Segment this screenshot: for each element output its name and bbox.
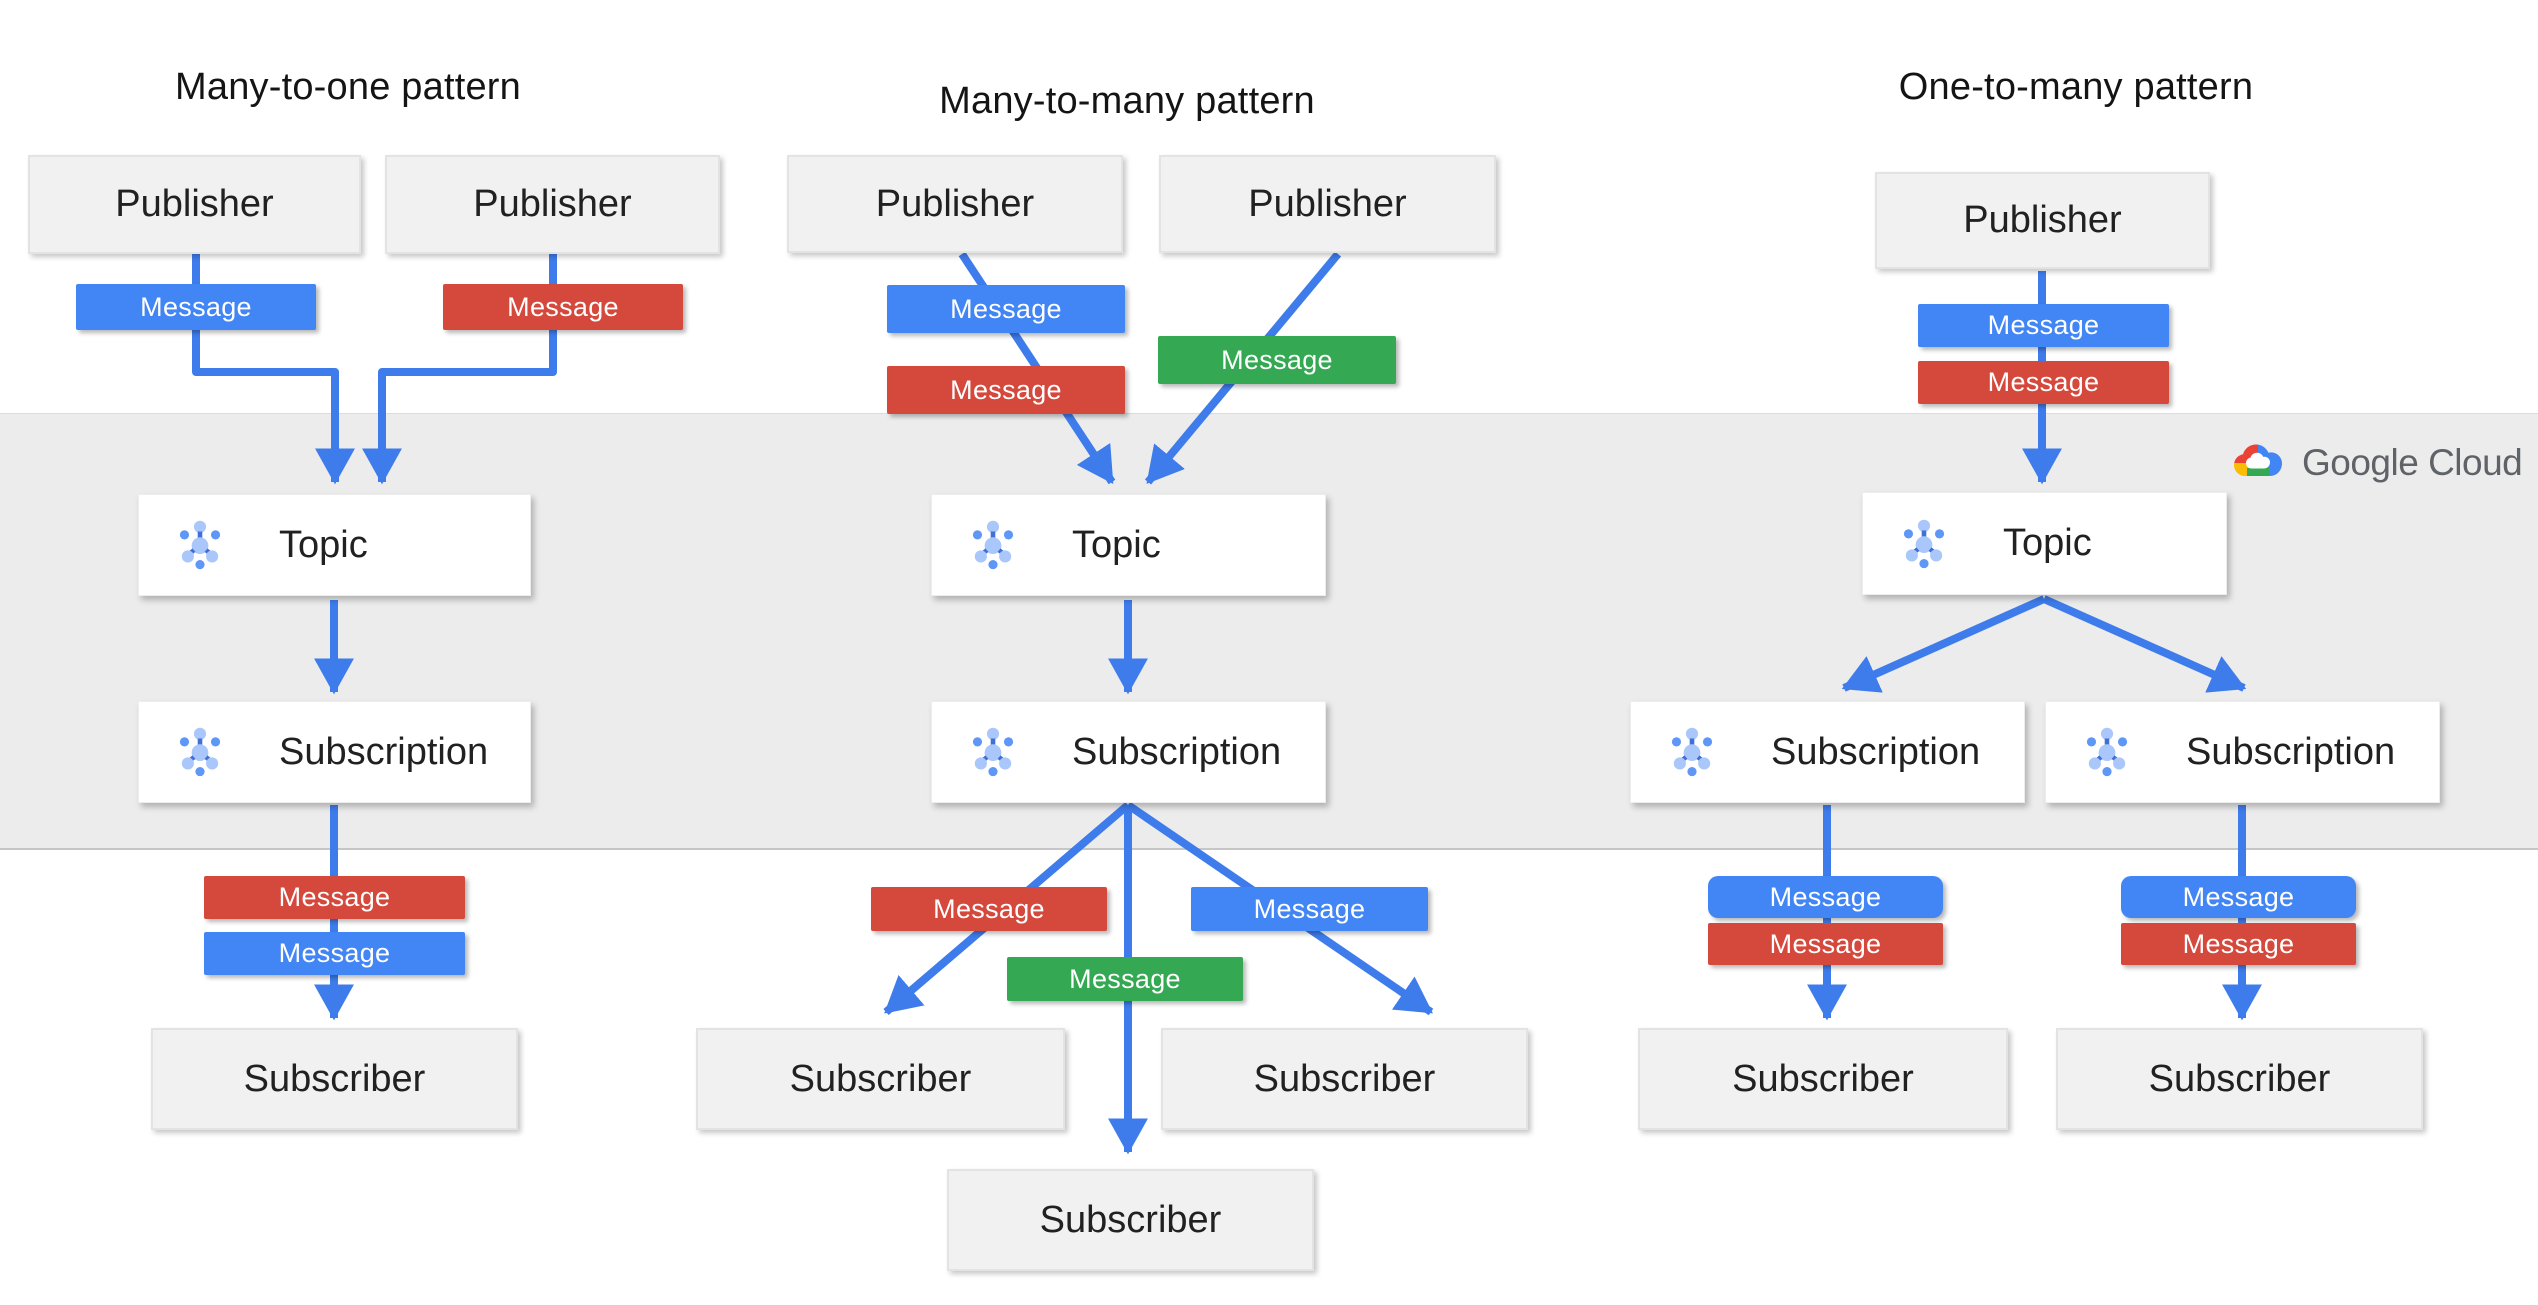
message-badge-blue: Message bbox=[204, 932, 465, 975]
subscriber-label: Subscriber bbox=[1732, 1057, 1914, 1100]
subscription-box: Subscription bbox=[2045, 701, 2440, 803]
pattern-title-one-to-many: One-to-many pattern bbox=[1898, 66, 2254, 108]
pubsub-topic-icon bbox=[179, 520, 221, 570]
topic-label: Topic bbox=[1072, 523, 1161, 566]
publisher-label: Publisher bbox=[1248, 182, 1407, 225]
message-badge-blue: Message bbox=[887, 285, 1125, 333]
pubsub-subscription-icon bbox=[1671, 727, 1713, 777]
pubsub-subscription-icon bbox=[2086, 727, 2128, 777]
message-badge-blue: Message bbox=[2121, 876, 2356, 918]
google-cloud-icon bbox=[2234, 444, 2282, 476]
message-badge-blue: Message bbox=[1708, 876, 1943, 918]
message-badge-blue: Message bbox=[1918, 304, 2169, 347]
subscriber-label: Subscriber bbox=[2148, 1057, 2331, 1100]
publisher-box: Publisher bbox=[787, 155, 1123, 253]
google-cloud-logo: Google Cloud bbox=[2232, 440, 2523, 486]
topic-box: Topic bbox=[138, 494, 531, 596]
message-badge-red: Message bbox=[2121, 923, 2356, 965]
subscriber-box: Subscriber bbox=[1161, 1028, 1528, 1130]
subscriber-label: Subscriber bbox=[1253, 1057, 1436, 1100]
publisher-label: Publisher bbox=[875, 182, 1035, 225]
publisher-label: Publisher bbox=[473, 183, 632, 225]
publisher-box: Publisher bbox=[1875, 172, 2210, 269]
topic-box: Topic bbox=[1862, 492, 2227, 595]
subscription-box: Subscription bbox=[1630, 701, 2025, 803]
publisher-label: Publisher bbox=[115, 183, 274, 225]
subscriber-box: Subscriber bbox=[696, 1028, 1065, 1130]
google-cloud-wordmark: Google Cloud bbox=[2302, 442, 2523, 483]
topic-label: Topic bbox=[2003, 522, 2092, 564]
topic-label: Topic bbox=[279, 523, 368, 566]
subscription-box: Subscription bbox=[931, 701, 1326, 803]
subscriber-label: Subscriber bbox=[789, 1057, 972, 1100]
pubsub-topic-icon bbox=[972, 520, 1014, 570]
message-badge-blue: Message bbox=[76, 284, 316, 330]
subscription-label: Subscription bbox=[1771, 730, 1981, 773]
message-badge-red: Message bbox=[1918, 361, 2169, 404]
subscription-label: Subscription bbox=[2186, 730, 2396, 773]
subscriber-box: Subscriber bbox=[947, 1169, 1314, 1271]
subscriber-label: Subscriber bbox=[1039, 1198, 1222, 1241]
arrow-p3-topic-to-subscription2 bbox=[2042, 595, 2247, 693]
pattern-title-many-to-many: Many-to-many pattern bbox=[939, 80, 1315, 122]
subscription-box: Subscription bbox=[138, 701, 531, 803]
pubsub-topic-icon bbox=[1903, 519, 1945, 568]
pubsub-subscription-icon bbox=[179, 727, 221, 777]
publisher-box: Publisher bbox=[28, 155, 361, 254]
message-badge-green: Message bbox=[1007, 957, 1243, 1001]
message-badge-blue: Message bbox=[1191, 887, 1428, 931]
subscription-label: Subscription bbox=[279, 730, 489, 773]
message-badge-red: Message bbox=[887, 366, 1125, 414]
publisher-box: Publisher bbox=[385, 155, 720, 254]
pubsub-subscription-icon bbox=[972, 727, 1014, 777]
message-badge-red: Message bbox=[871, 887, 1107, 931]
message-badge-red: Message bbox=[1708, 923, 1943, 965]
message-badge-green: Message bbox=[1158, 336, 1396, 384]
subscription-label: Subscription bbox=[1072, 730, 1282, 773]
publisher-label: Publisher bbox=[1963, 199, 2122, 241]
pattern-title-many-to-one: Many-to-one pattern bbox=[175, 66, 521, 108]
message-badge-red: Message bbox=[443, 284, 683, 330]
subscriber-box: Subscriber bbox=[151, 1028, 518, 1130]
publisher-box: Publisher bbox=[1159, 155, 1496, 253]
arrow-p3-topic-to-subscription1 bbox=[1841, 595, 2046, 693]
subscriber-box: Subscriber bbox=[2056, 1028, 2423, 1130]
message-badge-red: Message bbox=[204, 876, 465, 919]
subscriber-label: Subscriber bbox=[243, 1057, 426, 1100]
topic-box: Topic bbox=[931, 494, 1326, 596]
subscriber-box: Subscriber bbox=[1638, 1028, 2008, 1130]
